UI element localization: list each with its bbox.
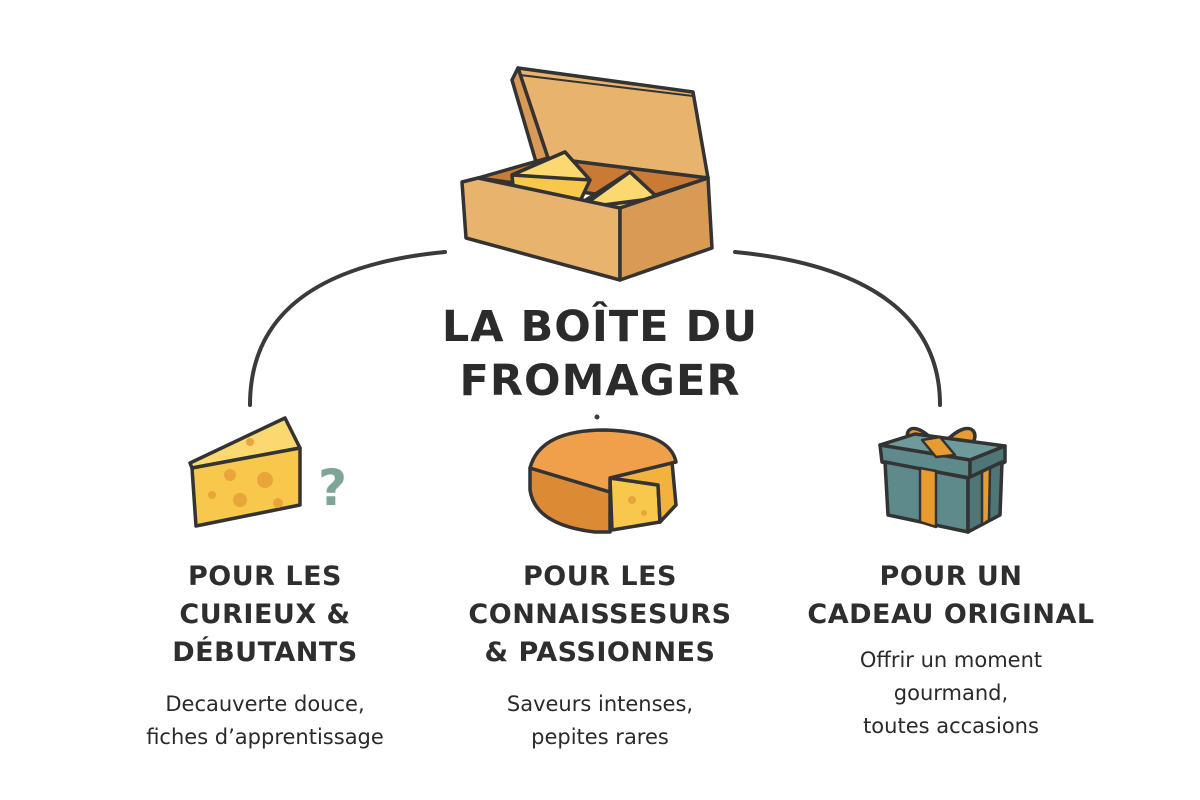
heading-line: CURIEUX & bbox=[179, 599, 351, 630]
title-line-1: LA BOÎTE DU bbox=[441, 302, 759, 352]
heading-line: CONNAISSESURS bbox=[468, 599, 732, 630]
connector-center-dot bbox=[594, 414, 600, 420]
page-title: LA BOÎTE DU FROMAGER bbox=[330, 300, 870, 408]
description-line: Decauverte douce, bbox=[165, 692, 365, 716]
cheese-wheel-icon bbox=[528, 428, 678, 534]
question-mark-icon: ? bbox=[318, 459, 347, 517]
description-line: gourmand, bbox=[893, 681, 1009, 705]
description-line: toutes accasions bbox=[863, 714, 1039, 738]
heading-line: DÉBUTANTS bbox=[172, 637, 358, 668]
heading-line: POUR UN bbox=[879, 561, 1023, 592]
branch-description: Offrir un moment gourmand, toutes accasi… bbox=[781, 644, 1121, 743]
branch-connoisseurs: POUR LES CONNAISSESURS & PASSIONNES Save… bbox=[430, 558, 770, 754]
branch-curious-beginners: POUR LES CURIEUX & DÉBUTANTS Decauverte … bbox=[95, 558, 435, 754]
branch-original-gift: POUR UN CADEAU ORIGINAL Offrir un moment… bbox=[781, 558, 1121, 743]
branch-heading: POUR UN CADEAU ORIGINAL bbox=[781, 558, 1121, 634]
cheese-box-icon bbox=[460, 66, 714, 282]
gift-box-icon bbox=[878, 426, 1007, 534]
description-line: pepites rares bbox=[531, 725, 669, 749]
heading-line: POUR LES bbox=[188, 561, 342, 592]
connector-right-arc bbox=[733, 250, 942, 407]
heading-line: CADEAU ORIGINAL bbox=[807, 599, 1095, 630]
branch-heading: POUR LES CONNAISSESURS & PASSIONNES bbox=[430, 558, 770, 672]
branch-heading: POUR LES CURIEUX & DÉBUTANTS bbox=[95, 558, 435, 672]
branch-description: Saveurs intenses, pepites rares bbox=[430, 688, 770, 754]
description-line: Saveurs intenses, bbox=[506, 692, 694, 716]
heading-line: POUR LES bbox=[523, 561, 677, 592]
description-line: fiches d’apprentissage bbox=[146, 725, 384, 749]
branch-description: Decauverte douce, fiches d’apprentissage bbox=[95, 688, 435, 754]
description-line: Offrir un moment bbox=[859, 648, 1043, 672]
heading-line: & PASSIONNES bbox=[484, 637, 716, 668]
title-line-2: FROMAGER bbox=[459, 356, 741, 406]
cheese-wedge-icon bbox=[188, 416, 302, 528]
connector-left-arc bbox=[248, 250, 447, 407]
